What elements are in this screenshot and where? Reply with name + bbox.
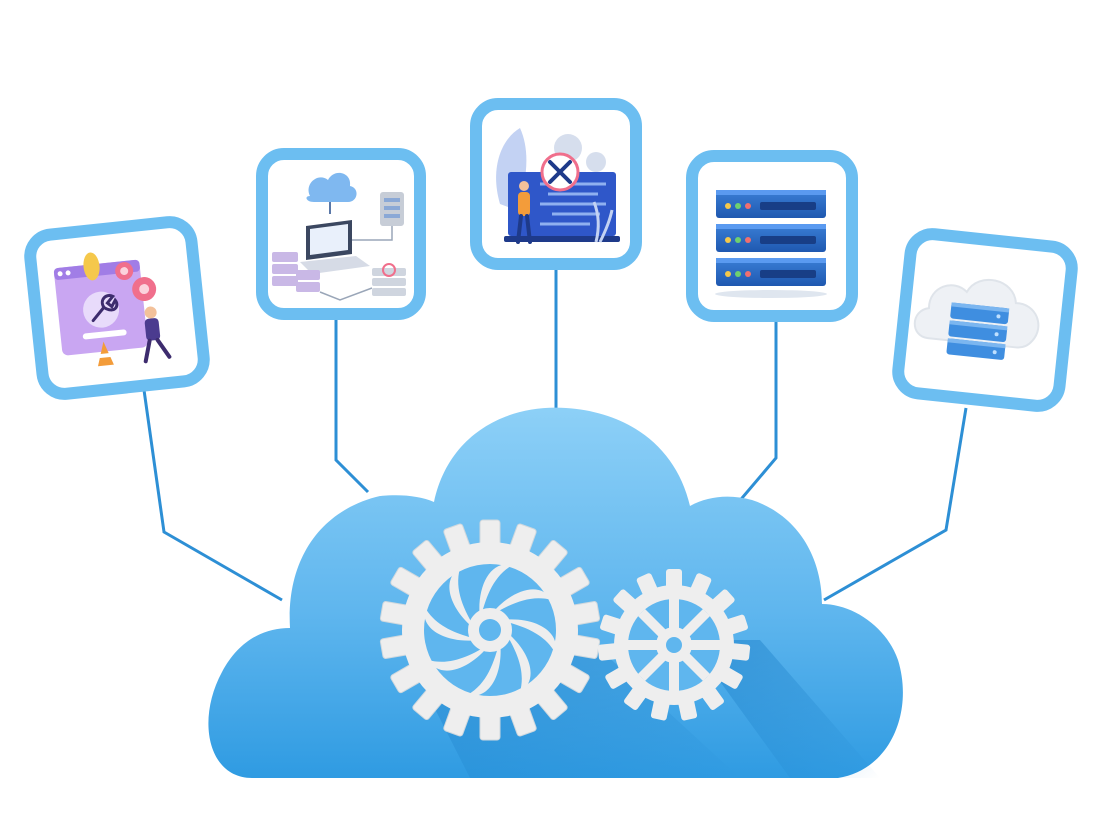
hub-cloud — [208, 407, 903, 778]
large-gear-icon — [379, 519, 601, 741]
node-maintenance — [24, 216, 210, 400]
server-rack-icon — [715, 190, 827, 298]
connector-cloud-storage — [823, 407, 968, 602]
node-cloud-storage — [892, 228, 1078, 412]
developer-tools-icon — [496, 128, 620, 244]
node-repair — [470, 98, 642, 270]
node-server — [686, 150, 858, 322]
cloud-storage-icon — [913, 278, 1040, 360]
cloud-network-icon — [272, 172, 406, 301]
node-network — [256, 148, 426, 320]
connector-maintenance — [142, 389, 283, 602]
connector-network — [334, 318, 370, 494]
small-gear-icon — [597, 569, 751, 721]
connector-server — [718, 322, 778, 525]
website-maintenance-icon — [53, 252, 172, 367]
